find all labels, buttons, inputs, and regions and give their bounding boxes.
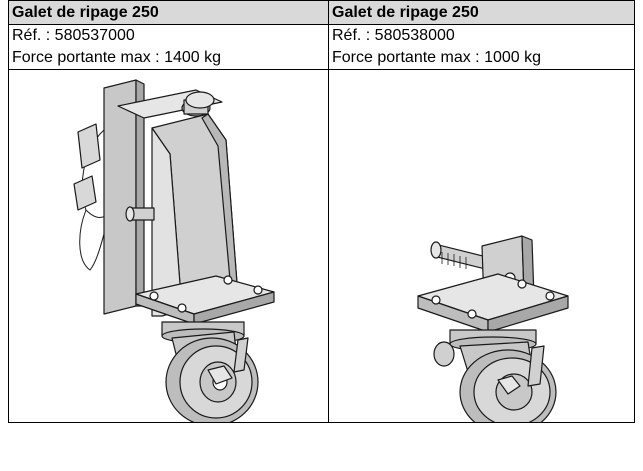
product-title: Galet de ripage 250	[328, 0, 635, 25]
shifting-roller-with-low-bracket-icon	[417, 235, 569, 422]
header-row: Galet de ripage 250 Galet de ripage 250	[8, 0, 635, 25]
product-spec-sheet: Galet de ripage 250 Galet de ripage 250 …	[8, 0, 635, 468]
product-illustration-cell	[328, 69, 635, 423]
product-comparison-table: Galet de ripage 250 Galet de ripage 250 …	[8, 0, 635, 423]
load-capacity: Force portante max : 1400 kg	[8, 47, 329, 70]
reference-number: Réf. : 580537000	[8, 24, 329, 47]
reference-number: Réf. : 580538000	[328, 24, 635, 47]
capacity-row: Force portante max : 1400 kg Force porta…	[8, 47, 635, 70]
illustration-row	[8, 69, 635, 423]
reference-row: Réf. : 580537000 Réf. : 580538000	[8, 24, 635, 47]
shifting-roller-with-tall-bracket-icon	[73, 79, 275, 422]
product-title: Galet de ripage 250	[8, 0, 329, 25]
load-capacity: Force portante max : 1000 kg	[328, 47, 635, 70]
product-illustration-cell	[8, 69, 329, 423]
